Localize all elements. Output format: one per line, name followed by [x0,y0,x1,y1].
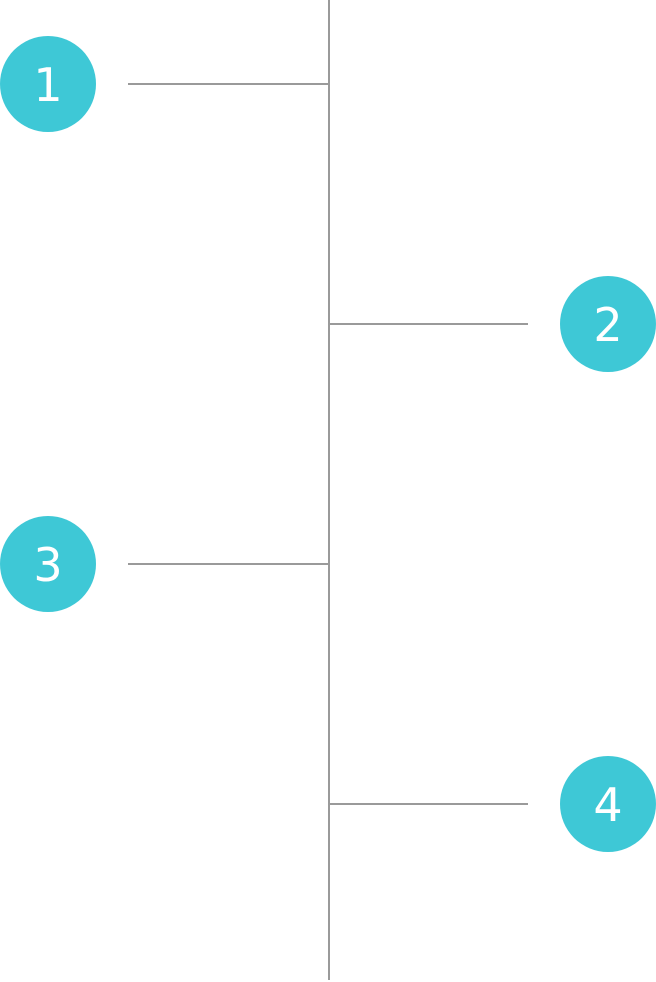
timeline-spine [328,0,330,980]
step-2-connector [330,323,528,325]
step-3-connector [128,563,328,565]
step-3-marker: 3 [0,516,96,612]
step-2-marker: 2 [560,276,656,372]
step-1-marker: 1 [0,36,96,132]
step-4-connector [330,803,528,805]
step-4-marker: 4 [560,756,656,852]
step-1-connector [128,83,328,85]
